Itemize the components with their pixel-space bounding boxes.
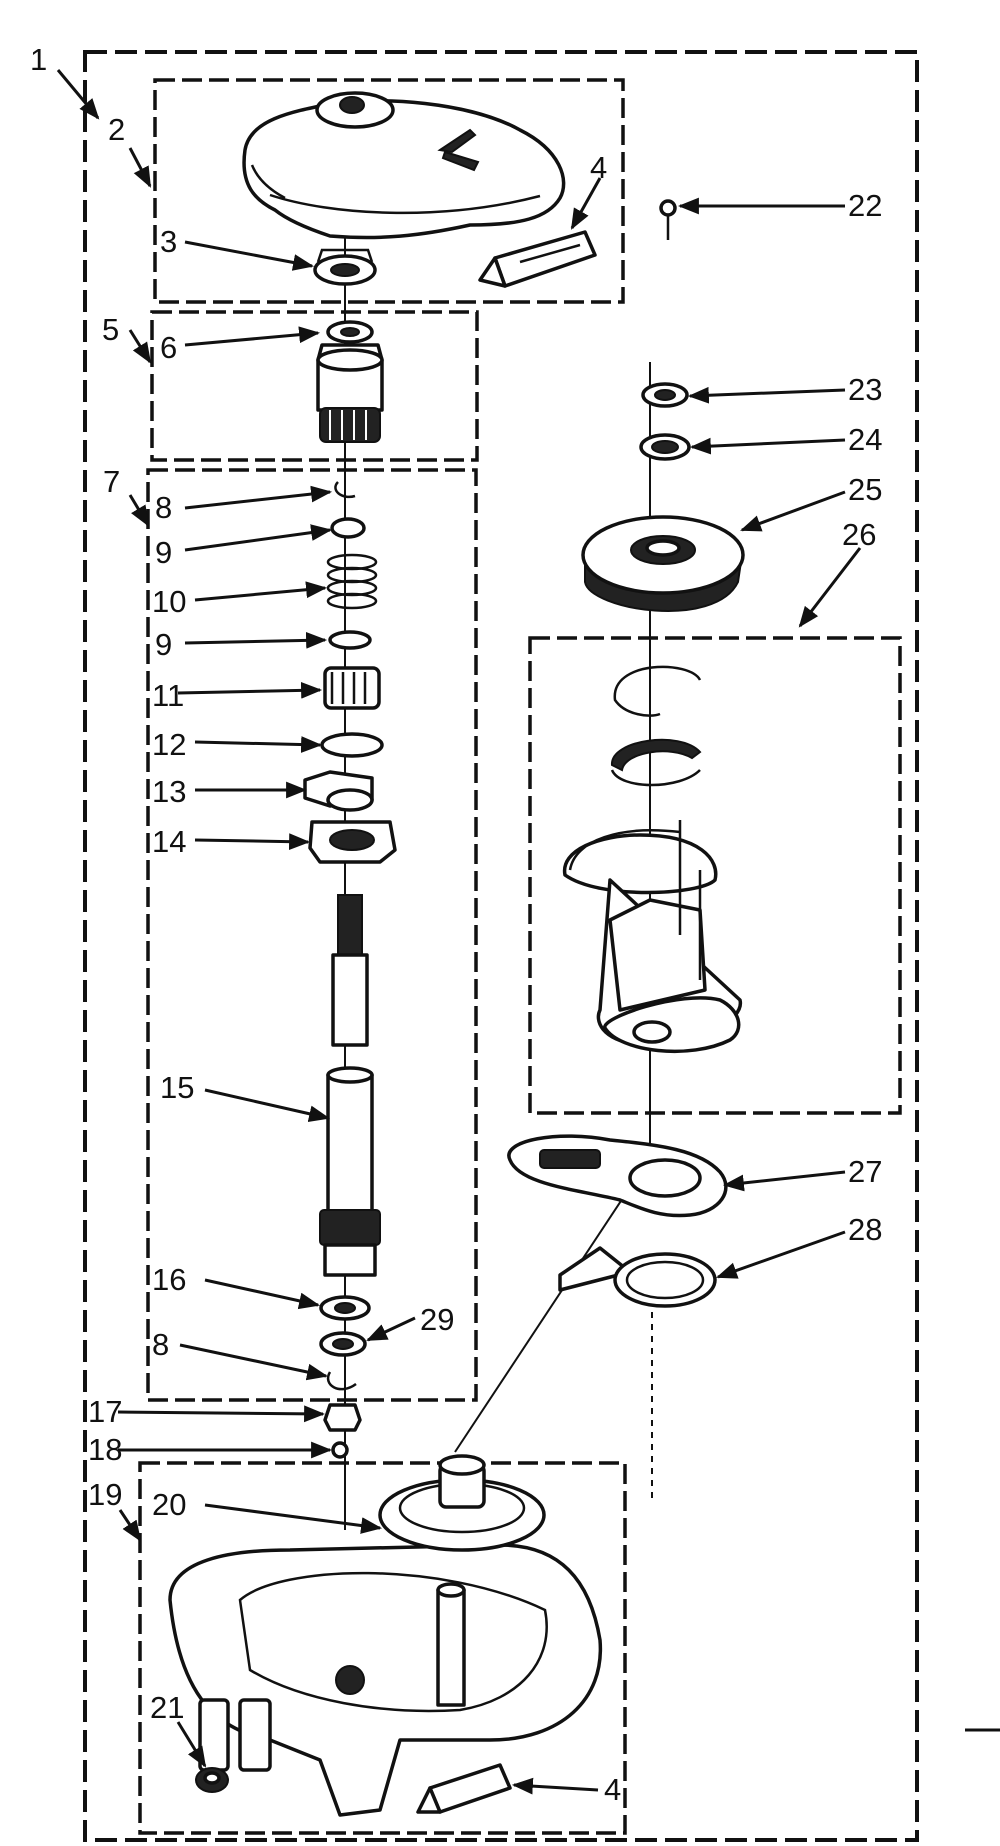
seal-3 — [313, 248, 377, 286]
callout-8-lower: 8 — [152, 1327, 169, 1362]
callout-28: 28 — [848, 1212, 882, 1247]
spring-10 — [326, 553, 378, 610]
gear-kit-box — [528, 636, 902, 1115]
pinion-assembly — [316, 320, 384, 443]
callout-4-upper: 4 — [590, 150, 607, 185]
callout-1: 1 — [30, 42, 47, 77]
nut-21 — [195, 1767, 229, 1793]
callout-2: 2 — [108, 112, 125, 147]
shaft-15 — [319, 894, 381, 1277]
callout-12: 12 — [152, 727, 186, 762]
callout-labels: 1 2 3 4 22 5 6 7 8 9 10 9 11 12 13 14 15… — [30, 42, 882, 1807]
ball-18 — [331, 1441, 349, 1459]
callout-15: 15 — [160, 1070, 194, 1105]
callout-14: 14 — [152, 824, 186, 859]
callout-26: 26 — [842, 517, 876, 552]
callout-10: 10 — [152, 584, 186, 619]
callout-29: 29 — [420, 1302, 454, 1337]
callout-6: 6 — [160, 330, 177, 365]
callout-13: 13 — [152, 774, 186, 809]
callout-25: 25 — [848, 472, 882, 507]
cam-13 — [303, 770, 374, 812]
callout-19: 19 — [88, 1477, 122, 1512]
callout-7: 7 — [103, 464, 120, 499]
lever-27 — [507, 1134, 728, 1218]
grease-tube-lower — [416, 1763, 512, 1814]
callout-11: 11 — [152, 678, 184, 713]
bracket-28 — [558, 1246, 717, 1308]
ring-8-upper — [334, 481, 356, 499]
clutch-11 — [323, 666, 381, 710]
cover-group-box — [153, 78, 625, 304]
callout-20: 20 — [152, 1487, 186, 1522]
shaft-group-parts — [303, 481, 397, 1391]
washer-9-lower — [328, 630, 372, 650]
right-stack-parts — [507, 382, 745, 1308]
callout-24: 24 — [848, 422, 882, 457]
screw-22 — [659, 199, 677, 240]
callout-18: 18 — [88, 1432, 122, 1467]
shaft-group-box — [146, 468, 478, 1402]
callout-21: 21 — [150, 1690, 184, 1725]
gear-case-cover — [242, 91, 566, 240]
ring-8-lower — [326, 1371, 357, 1391]
cam-14 — [308, 820, 397, 864]
callout-5: 5 — [102, 312, 119, 347]
gear-25 — [581, 515, 745, 612]
washer-9-upper — [330, 517, 366, 539]
outer-assembly-box — [83, 50, 919, 1842]
leader-lines — [56, 69, 862, 1795]
callout-3: 3 — [160, 224, 177, 259]
callout-9-lower: 9 — [155, 627, 172, 662]
callout-22: 22 — [848, 188, 882, 223]
gear-kit-26-parts — [562, 665, 742, 1054]
ring-12 — [320, 732, 384, 758]
callout-9-upper: 9 — [155, 535, 172, 570]
case-group-box — [138, 1461, 627, 1835]
callout-16: 16 — [152, 1262, 186, 1297]
callout-17: 17 — [88, 1394, 122, 1429]
bearing-17 — [323, 1403, 362, 1432]
callout-4-lower: 4 — [604, 1772, 621, 1807]
gear-case-19 — [168, 1543, 603, 1817]
pinion-gear-20 — [378, 1454, 546, 1552]
callout-23: 23 — [848, 372, 882, 407]
callout-8-upper: 8 — [155, 490, 172, 525]
grease-tube-upper — [478, 230, 597, 288]
callout-27: 27 — [848, 1154, 882, 1189]
group-boxes — [83, 50, 919, 1842]
pinion-group-box — [150, 310, 479, 462]
